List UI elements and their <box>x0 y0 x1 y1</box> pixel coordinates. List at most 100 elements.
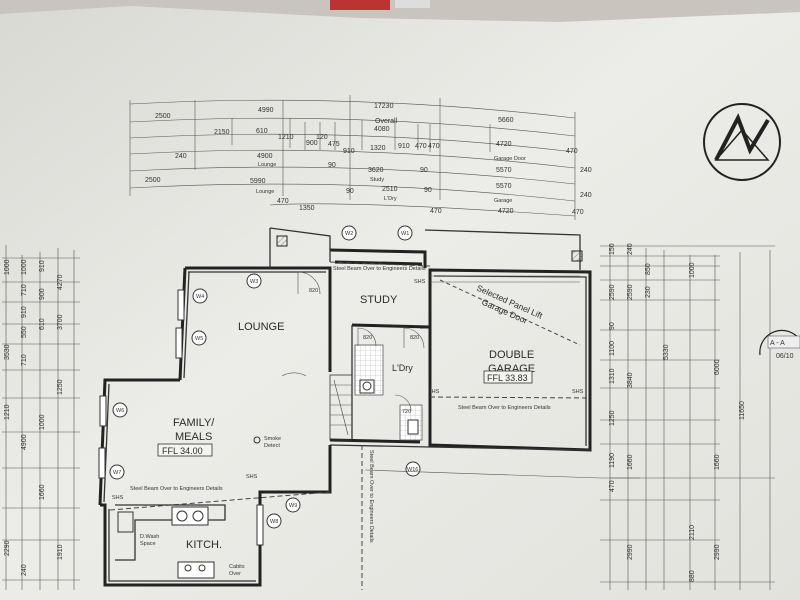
dim-text: 240 <box>580 192 592 199</box>
dim-text: 2500 <box>145 177 161 184</box>
dim-text: 710 <box>21 354 28 366</box>
dim-text: 1000 <box>4 259 11 275</box>
post-column <box>276 235 288 247</box>
dim-text: 900 <box>39 288 46 300</box>
dim-text: 230 <box>645 286 652 298</box>
beam-note: Steel Beam Over to Engineers Details <box>130 486 223 492</box>
dim-text: 1250 <box>57 379 64 395</box>
room-meals: MEALS <box>175 431 212 443</box>
shs-label: SHS <box>246 474 258 480</box>
red-object <box>330 0 390 10</box>
dim-text: 470 <box>572 209 584 216</box>
window-tags <box>109 225 421 529</box>
dim-text: 90 <box>420 167 428 174</box>
window-tag-w1: W1 <box>401 231 409 237</box>
dim-text: 2590 <box>627 284 634 300</box>
room-lounge: LOUNGE <box>238 321 284 333</box>
dim-label: Lounge <box>258 162 276 168</box>
dim-text: 17230 <box>374 103 394 110</box>
dim-text: 470 <box>415 143 427 150</box>
dim-text: 880 <box>689 570 696 582</box>
dim-text: 710 <box>21 284 28 296</box>
window-tag-w2: W2 <box>345 231 353 237</box>
dim-label: Study <box>370 177 384 183</box>
dim-text: 910 <box>21 306 28 318</box>
dim-text: 4990 <box>258 107 274 114</box>
window-tag-w9: W9 <box>289 503 297 509</box>
dim-text: 90 <box>609 322 616 330</box>
smoke-label: Smoke <box>264 436 281 442</box>
window-tag-w7: W7 <box>113 470 121 476</box>
dim-text: 5990 <box>250 178 266 185</box>
dim-text: 150 <box>609 243 616 255</box>
ffl-box <box>157 443 213 457</box>
dim-text: 90 <box>328 162 336 169</box>
dim-text: 240 <box>175 153 187 160</box>
steel-beam <box>329 261 431 267</box>
steel-beam <box>429 396 591 399</box>
dim-text: 1210 <box>278 134 294 141</box>
dim-text: 1000 <box>689 262 696 278</box>
shs-label: SHS <box>414 279 426 285</box>
dim-text: 90 <box>346 188 354 195</box>
dim-text: 2500 <box>155 113 171 120</box>
door-width: 820 <box>309 288 318 294</box>
dim-text: 240 <box>627 243 634 255</box>
cabinet-over: Over <box>229 571 241 577</box>
dim-text: 4720 <box>498 208 514 215</box>
dim-line <box>364 469 640 479</box>
dim-text: 4080 <box>374 126 390 133</box>
dim-text: 900 <box>306 140 318 147</box>
rear-wall <box>329 444 591 451</box>
room-double: DOUBLE <box>489 349 534 361</box>
dim-text: 3700 <box>57 314 64 330</box>
dim-text: 1100 <box>609 341 616 356</box>
dim-text: 910 <box>343 148 355 155</box>
dim-text: 4270 <box>57 274 64 290</box>
dim-text: 3620 <box>368 167 384 174</box>
dim-text: 550 <box>21 326 28 338</box>
smoke-detector-icon <box>253 436 261 444</box>
shs-label: SHS <box>428 389 440 395</box>
dim-text: 2990 <box>714 544 721 560</box>
dim-text: 240 <box>580 167 592 174</box>
dim-text: 2990 <box>627 544 634 560</box>
room-study: STUDY <box>360 294 398 306</box>
smoke-label: Detect <box>264 443 280 449</box>
dim-text: 6000 <box>714 359 721 375</box>
shs-label: SHS <box>572 389 584 395</box>
door-width: 720 <box>402 409 411 415</box>
steel-beam <box>109 491 331 511</box>
dim-text: 475 <box>328 141 340 148</box>
dim-text: 4900 <box>257 153 273 160</box>
family-ffl: FFL 34.00 <box>162 446 203 456</box>
dim-text: 470 <box>428 143 440 150</box>
toilet <box>407 419 419 435</box>
paper-sheet <box>0 6 800 600</box>
dim-text: 470 <box>277 198 289 205</box>
dim-text: 610 <box>39 318 46 330</box>
desk-item <box>395 0 430 8</box>
right-dimensions <box>600 245 775 590</box>
top-dimensions <box>129 95 576 220</box>
window-tag-w8: W8 <box>270 519 278 525</box>
dim-text: 1910 <box>57 544 64 560</box>
dim-text: 4900 <box>21 434 28 450</box>
dim-text: 5570 <box>496 183 512 190</box>
window-tag-w3: W3 <box>250 279 258 285</box>
dim-text: 3840 <box>627 372 634 388</box>
dim-text: 2150 <box>214 129 230 136</box>
window-markers <box>98 289 264 546</box>
dim-text: 1310 <box>609 368 616 384</box>
dim-text: 1000 <box>39 414 46 430</box>
dim-text: 470 <box>430 208 442 215</box>
tub-drain-icon <box>362 381 372 391</box>
dim-text: 120 <box>316 134 328 141</box>
dim-text: 1660 <box>627 454 634 470</box>
dim-text: 11650 <box>739 401 746 420</box>
window-tag-w4: W4 <box>196 294 204 300</box>
door-width: 820 <box>410 335 419 341</box>
dim-text: 1000 <box>21 259 28 275</box>
room-laundry: L'Dry <box>392 363 413 373</box>
